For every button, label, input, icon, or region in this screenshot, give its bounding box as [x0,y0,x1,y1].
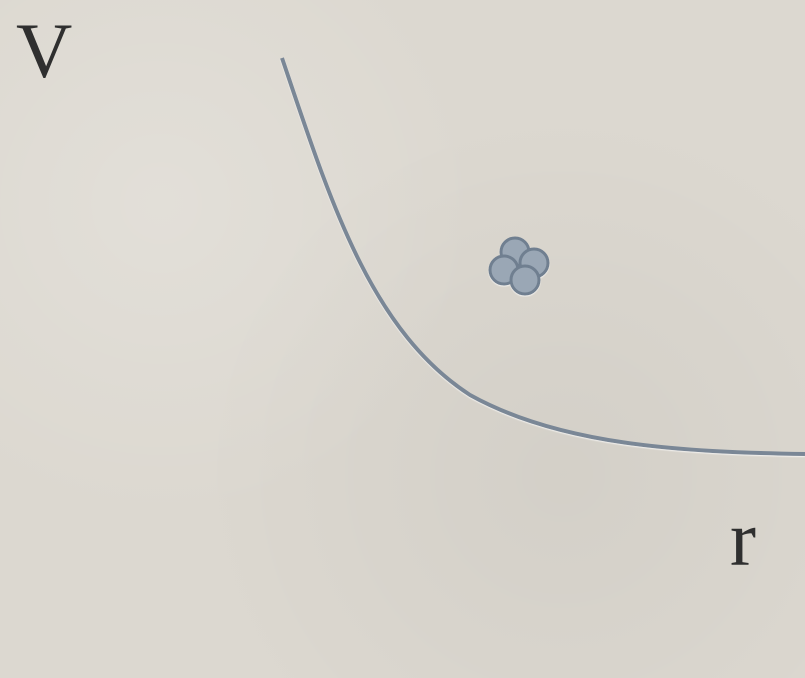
alpha-particle-icon [488,236,550,296]
coulomb-barrier-curve [280,57,805,456]
y-axis-label: V [16,7,73,94]
x-axis-label: r [730,495,756,582]
